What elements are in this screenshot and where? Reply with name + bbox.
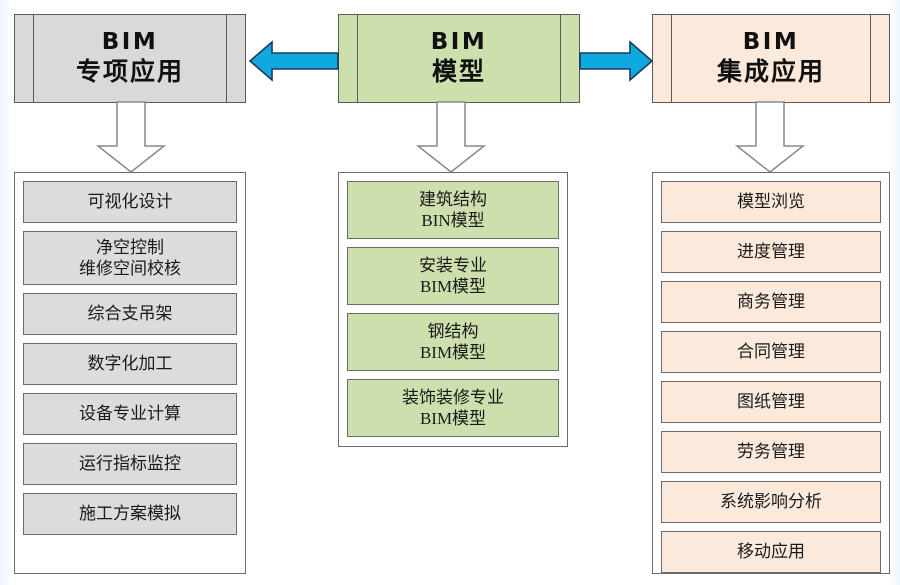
- list-item-label: BIM模型: [419, 343, 487, 362]
- list-item-label: 合同管理: [737, 342, 805, 362]
- header-line2: 模型: [431, 59, 486, 87]
- list-item-label: 模型浏览: [737, 192, 805, 212]
- header-line1: BIM: [742, 29, 800, 56]
- list-item[interactable]: 钢结构 BIM模型: [347, 313, 559, 371]
- arrow-left-icon: [248, 40, 339, 82]
- list-item[interactable]: 劳务管理: [661, 431, 881, 473]
- list-item-label: 设备专业计算: [79, 404, 181, 424]
- list-item[interactable]: 系统影响分析: [661, 481, 881, 523]
- list-item[interactable]: 综合支吊架: [23, 293, 237, 335]
- column-integrated-application: 模型浏览进度管理商务管理合同管理图纸管理劳务管理系统影响分析移动应用: [652, 172, 890, 574]
- list-item-label: 移动应用: [737, 542, 805, 562]
- header-box-bim-model[interactable]: BIM 模型: [338, 14, 580, 103]
- list-item-label: 钢结构: [427, 321, 479, 341]
- list-item[interactable]: 建筑结构 BIN模型: [347, 181, 559, 239]
- process-bar-right: [226, 15, 227, 102]
- list-item-label: 劳务管理: [737, 442, 805, 462]
- header-box-integrated-application[interactable]: BIM 集成应用: [652, 14, 890, 103]
- list-item[interactable]: 装饰装修专业 BIM模型: [347, 379, 559, 437]
- list-item-label: 安装专业: [419, 255, 487, 275]
- arrow-down-icon: [95, 101, 167, 173]
- process-bar-right: [870, 15, 871, 102]
- arrow-right-icon: [579, 40, 654, 82]
- arrow-down-icon: [734, 101, 806, 173]
- list-item[interactable]: 移动应用: [661, 531, 881, 573]
- header-line2: 专项应用: [75, 59, 184, 87]
- list-item-label: 施工方案模拟: [79, 504, 181, 524]
- list-item-label: BIN模型: [421, 211, 485, 230]
- list-item[interactable]: 合同管理: [661, 331, 881, 373]
- list-item-label: 净空控制: [96, 237, 164, 257]
- list-item[interactable]: 数字化加工: [23, 343, 237, 385]
- list-item-label: 可视化设计: [87, 192, 173, 212]
- list-item-label: 运行指标监控: [79, 454, 181, 474]
- list-item[interactable]: 运行指标监控: [23, 443, 237, 485]
- header-box-special-application[interactable]: BIM 专项应用: [14, 14, 246, 103]
- arrow-down-icon: [415, 101, 487, 173]
- list-item-label: 建筑结构: [419, 189, 487, 209]
- list-item[interactable]: 施工方案模拟: [23, 493, 237, 535]
- header-line2: 集成应用: [716, 59, 825, 87]
- list-item-label: 图纸管理: [737, 392, 805, 412]
- process-bar-left: [357, 15, 358, 102]
- list-item-label: BIM模型: [419, 277, 487, 296]
- list-item-label: 商务管理: [737, 292, 805, 312]
- list-item[interactable]: 安装专业 BIM模型: [347, 247, 559, 305]
- process-bar-left: [33, 15, 34, 102]
- column-special-application: 可视化设计净空控制维修空间校核综合支吊架数字化加工设备专业计算运行指标监控施工方…: [14, 172, 246, 574]
- list-item-label: 进度管理: [737, 242, 805, 262]
- header-line1: BIM: [101, 29, 159, 56]
- list-item-label: 维修空间校核: [79, 259, 181, 278]
- list-item-label: 系统影响分析: [720, 492, 822, 512]
- header-line1: BIM: [430, 29, 488, 56]
- list-item-label: BIM模型: [419, 409, 487, 428]
- list-item[interactable]: 净空控制维修空间校核: [23, 231, 237, 285]
- list-item-label: 综合支吊架: [87, 304, 173, 324]
- list-item-label: 装饰装修专业: [402, 387, 504, 407]
- process-bar-left: [671, 15, 672, 102]
- list-item[interactable]: 进度管理: [661, 231, 881, 273]
- list-item[interactable]: 可视化设计: [23, 181, 237, 223]
- list-item[interactable]: 设备专业计算: [23, 393, 237, 435]
- list-item[interactable]: 商务管理: [661, 281, 881, 323]
- list-item[interactable]: 图纸管理: [661, 381, 881, 423]
- process-bar-right: [560, 15, 561, 102]
- list-item[interactable]: 模型浏览: [661, 181, 881, 223]
- list-item-label: 数字化加工: [87, 354, 173, 374]
